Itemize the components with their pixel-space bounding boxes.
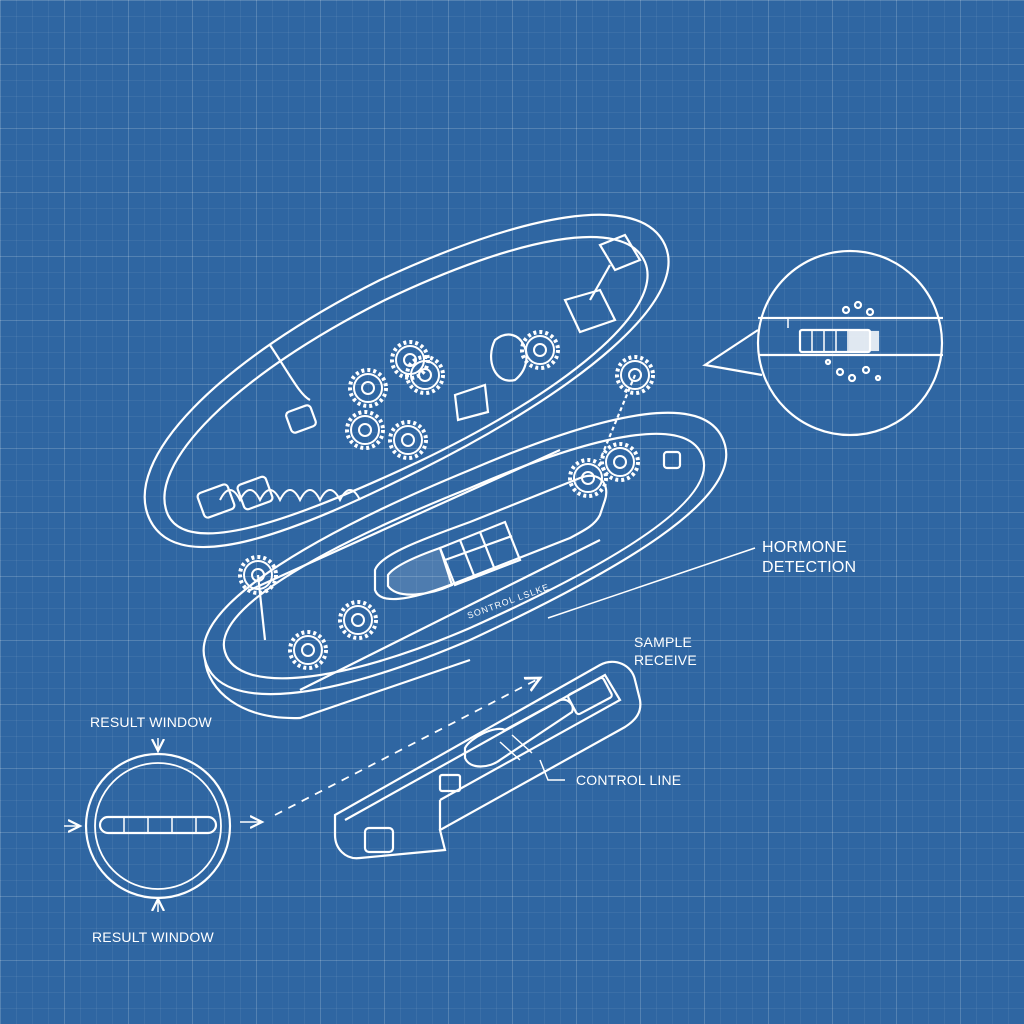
result-window-label-bottom: RESULT WINDOW [92,929,214,945]
hormone-detection-label: HORMONE DETECTION [762,538,856,578]
sample-direction-arrow [274,678,540,816]
test-strip-cartridge [333,660,642,860]
hormone-detection-line-1: HORMONE [762,539,847,556]
sample-receive-label: SAMPLE RECEIVE [634,634,697,669]
device-lower-tray [202,355,728,720]
control-line-leader [539,759,565,781]
hormone-detection-leader [547,547,756,619]
device-upper-shell [143,213,670,549]
magnified-callout [702,249,944,437]
result-window-label-top: RESULT WINDOW [90,714,212,730]
control-line-label: CONTROL LINE [576,772,682,788]
sample-receive-line-1: SAMPLE [634,634,692,650]
hormone-detection-line-2: DETECTION [762,559,857,576]
sample-receive-line-2: RECEIVE [634,651,697,668]
result-window-magnified [84,752,232,900]
result-window-arrows [64,738,262,912]
